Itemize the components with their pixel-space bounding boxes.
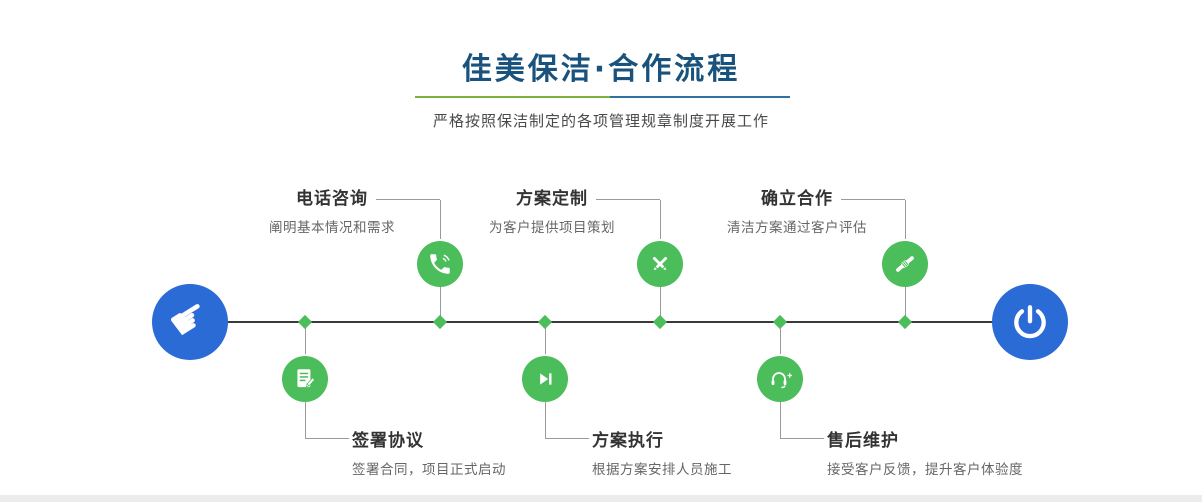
step-title: 方案执行 xyxy=(592,431,664,451)
handshake-icon xyxy=(896,256,914,272)
section-divider xyxy=(0,495,1202,502)
step-title: 售后维护 xyxy=(827,431,899,451)
step-desc: 为客户提供项目策划 xyxy=(489,220,615,236)
connector-line xyxy=(596,199,660,200)
connector-line xyxy=(440,287,441,318)
step-label: 方案定制 为客户提供项目策划 xyxy=(444,184,660,236)
timeline-node-diamond xyxy=(432,314,448,330)
phone-icon xyxy=(430,254,450,274)
headset-icon xyxy=(771,372,792,389)
page-subtitle: 严格按照保洁制定的各项管理规章制度开展工作 xyxy=(432,112,769,130)
play-icon xyxy=(540,373,552,385)
connector-line xyxy=(305,438,349,439)
connector-line xyxy=(305,402,306,438)
connector-line xyxy=(440,200,441,241)
timeline-line xyxy=(190,321,1030,323)
step-title: 电话咨询 xyxy=(296,189,368,209)
connector-line xyxy=(905,287,906,318)
connector-line xyxy=(545,327,546,356)
step-label: 电话咨询 阐明基本情况和需求 xyxy=(224,184,440,236)
page-title: 佳美保洁·合作流程 xyxy=(461,52,741,87)
step-icon-circle xyxy=(417,241,463,287)
connector-line xyxy=(905,200,906,241)
step-icon-circle xyxy=(522,356,568,402)
contract-icon xyxy=(297,369,316,388)
step-desc: 清洁方案通过客户评估 xyxy=(727,220,867,236)
step-title: 签署协议 xyxy=(352,431,424,451)
connector-line xyxy=(841,199,905,200)
step-icon-circle xyxy=(882,241,928,287)
step-desc: 根据方案安排人员施工 xyxy=(592,462,732,478)
step-icon-circle xyxy=(637,241,683,287)
step-label: 确立合作 清洁方案通过客户评估 xyxy=(689,184,905,236)
connector-line xyxy=(660,200,661,241)
title-underline xyxy=(415,96,790,98)
underline-green-segment xyxy=(415,96,610,98)
timeline-node-diamond xyxy=(897,314,913,330)
step-desc: 阐明基本情况和需求 xyxy=(269,220,395,236)
step-label: 签署协议 签署合同，项目正式启动 xyxy=(352,426,632,478)
step-desc: 签署合同，项目正式启动 xyxy=(352,462,506,478)
step-desc: 接受客户反馈，提升客户体验度 xyxy=(827,462,1023,478)
connector-line xyxy=(545,438,589,439)
connector-line xyxy=(376,199,440,200)
connector-line xyxy=(305,327,306,356)
pointing-hand-icon: ☛ xyxy=(159,287,220,352)
start-node: ☛ xyxy=(152,284,228,360)
connector-line xyxy=(780,327,781,356)
connector-line xyxy=(545,402,546,438)
timeline-node-diamond xyxy=(652,314,668,330)
power-icon xyxy=(1014,305,1046,339)
connector-line xyxy=(660,287,661,318)
step-label: 售后维护 接受客户反馈，提升客户体验度 xyxy=(827,426,1107,478)
underline-blue-segment xyxy=(610,96,790,98)
step-title: 方案定制 xyxy=(516,189,588,209)
step-icon-circle xyxy=(282,356,328,402)
step-icon-circle xyxy=(757,356,803,402)
connector-line xyxy=(780,402,781,438)
step-label: 方案执行 根据方案安排人员施工 xyxy=(592,426,872,478)
end-node xyxy=(992,284,1068,360)
connector-line xyxy=(780,438,824,439)
pencil-tools-icon xyxy=(652,256,668,271)
step-title: 确立合作 xyxy=(761,189,833,209)
